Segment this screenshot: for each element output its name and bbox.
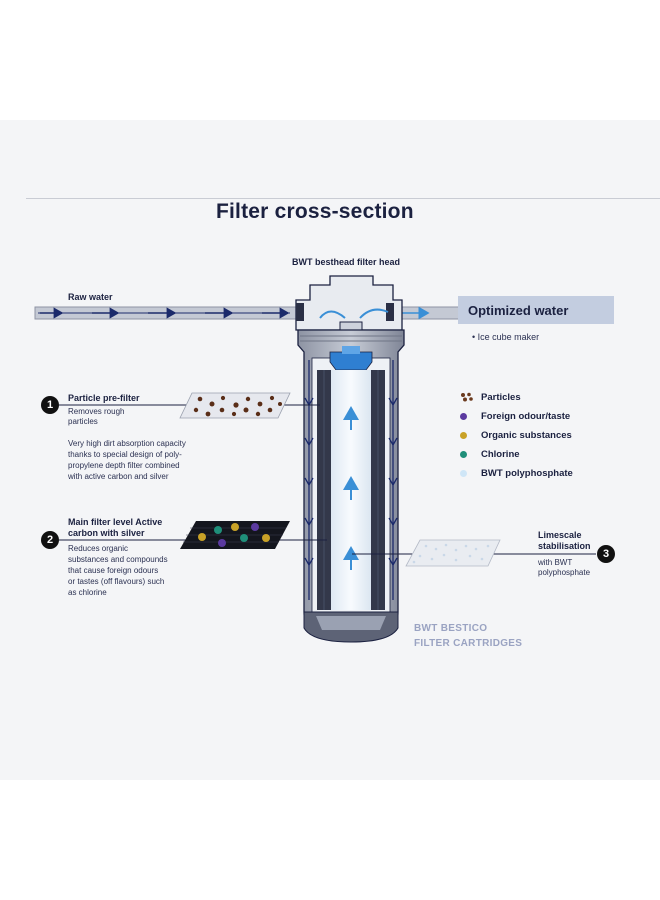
legend-odour: Foreign odour/taste — [460, 409, 570, 423]
light-blue-dot-icon — [460, 469, 467, 477]
stage-2-title-line2: carbon with silver — [68, 528, 145, 538]
carbon-plate — [180, 521, 290, 549]
legend-polyphosphate: BWT polyphosphate — [460, 466, 573, 480]
optimized-water-box — [458, 296, 614, 324]
stage-3-title-line2: stabilisation — [538, 541, 591, 551]
polyphosphate-plate — [405, 539, 501, 567]
ice-cube-label: • Ice cube maker — [472, 332, 540, 342]
brand-line2: FILTER CARTRIDGES — [414, 638, 523, 649]
stage-1-detail-line4: with active carbon and silver — [68, 472, 169, 481]
stage-2-desc-line5: as chlorine — [68, 588, 107, 597]
top-divider — [26, 198, 660, 199]
stage-2-desc-line2: substances and compounds — [68, 555, 168, 564]
gold-dot-icon — [460, 431, 467, 439]
stage-1-detail-line3: propylene depth filter combined — [68, 461, 180, 470]
legend-label: BWT polyphosphate — [481, 467, 573, 479]
filter-head-label: BWT besthead filter head — [292, 257, 401, 267]
legend-label: Chlorine — [481, 448, 520, 460]
stage-1-detail-line1: Very high dirt absorption capacity — [68, 439, 186, 448]
brand-label: BWT BESTICO FILTER CARTRIDGES — [414, 621, 522, 651]
legend-particles: Particles — [460, 390, 521, 404]
brand-line1: BWT BESTICO — [414, 623, 488, 634]
stage-2-desc-line1: Reduces organic — [68, 544, 129, 553]
stage-1-badge: 1 — [41, 396, 59, 414]
stage-1-title: Particle pre-filter — [68, 393, 140, 403]
legend-label: Foreign odour/taste — [481, 410, 571, 422]
particles-icon — [461, 392, 473, 402]
particle-plate — [179, 392, 291, 419]
stage-1-desc-line1: Removes rough — [68, 407, 125, 416]
purple-dot-icon — [460, 412, 467, 420]
flow-arrows — [304, 360, 398, 600]
stage-3-desc-line1: with BWT — [538, 558, 573, 567]
stage-3-badge: 3 — [597, 545, 615, 563]
stage-2-desc-line4: or tastes (off flavours) such — [68, 577, 165, 586]
optimized-water-pipe — [392, 306, 460, 320]
stage-2-badge: 2 — [41, 531, 59, 549]
raw-water-label: Raw water — [68, 292, 113, 302]
filter-head — [295, 275, 403, 337]
legend-label: Particles — [481, 391, 521, 403]
legend-organic: Organic substances — [460, 428, 572, 442]
optimized-water-label: Optimized water — [468, 303, 569, 318]
legend-label: Organic substances — [481, 429, 572, 441]
teal-dot-icon — [460, 450, 467, 458]
stage-3-title-line1: Limescale — [538, 530, 582, 540]
stage-1-desc-line2: particles — [68, 417, 98, 426]
stage-3-desc-line2: polyphosphate — [538, 568, 591, 577]
stage-2-desc-line3: that cause foreign odours — [68, 566, 159, 575]
legend-chlorine: Chlorine — [460, 447, 520, 461]
stage-1-detail-line2: thanks to special design of poly- — [68, 450, 182, 459]
page-title: Filter cross-section — [216, 200, 414, 223]
stage-2-title-line1: Main filter level Active — [68, 517, 163, 527]
raw-water-pipe — [34, 306, 298, 320]
